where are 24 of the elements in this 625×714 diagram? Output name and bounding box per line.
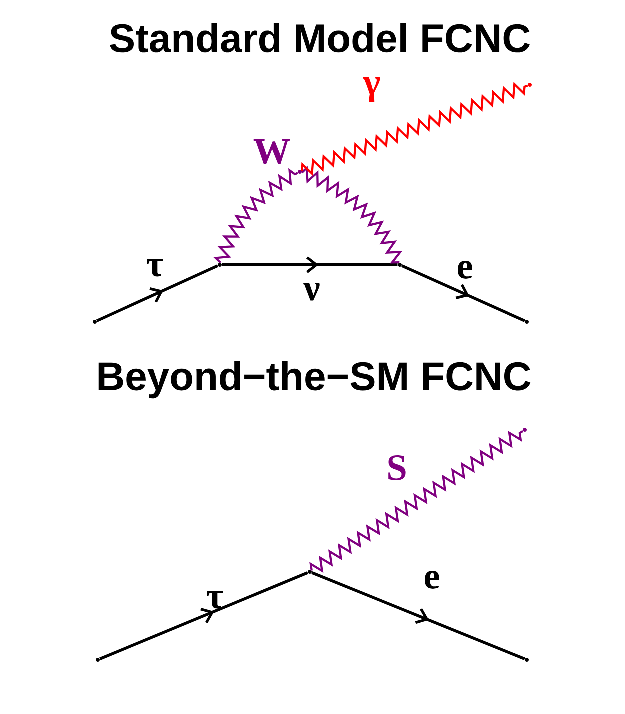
edge-label: W <box>254 140 290 164</box>
line-end <box>398 263 402 267</box>
heading: Standard Model FCNC <box>110 23 530 53</box>
line-end <box>93 320 97 324</box>
boson-line <box>301 166 403 264</box>
line-end <box>523 428 527 432</box>
line-end <box>96 658 100 662</box>
boson-line <box>310 430 524 574</box>
boson-line <box>214 168 298 264</box>
boson-line <box>301 82 529 176</box>
edge-label: e <box>458 261 472 279</box>
edge-label: τ <box>207 591 224 609</box>
line-end <box>308 570 312 574</box>
line-end <box>525 658 529 662</box>
edge-label: ν <box>304 283 320 301</box>
line-end <box>528 83 532 87</box>
line-end <box>525 320 529 324</box>
heading: Beyond−the−SM FCNC <box>98 361 531 399</box>
line-end <box>218 263 222 267</box>
edge-label: τ <box>147 259 164 277</box>
line-end <box>298 170 302 174</box>
edge-label: S <box>388 455 406 481</box>
edge-label: e <box>425 571 440 589</box>
edge-label: γ <box>363 77 380 103</box>
